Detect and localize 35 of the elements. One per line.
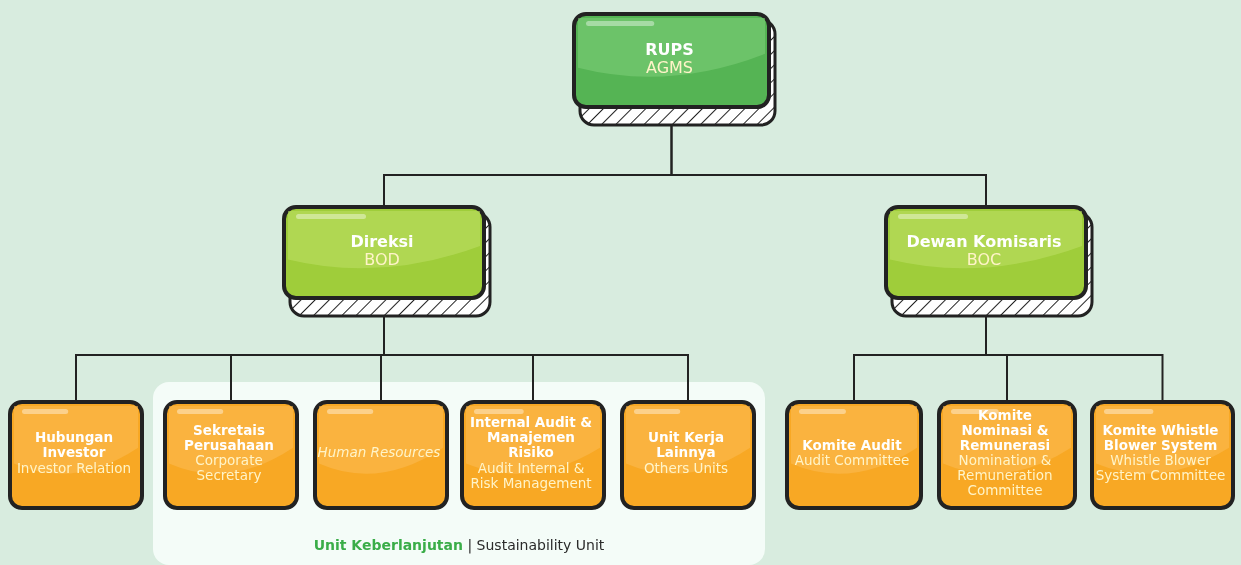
unit-title: Unit Kerja Lainnya — [646, 430, 726, 461]
unit-title: Dewan Komisaris — [906, 232, 1062, 251]
unit-subtitle: Corporate Secretary — [194, 453, 264, 484]
unit-subtitle: Whistle Blower System Committee — [1094, 453, 1227, 484]
org-unit-box — [884, 205, 1094, 318]
unit-subtitle: BOC — [966, 250, 1002, 269]
group-label: Unit Keberlanjutan | Sustainability Unit — [312, 537, 606, 553]
unit-subtitle: Others Units — [643, 460, 729, 476]
unit-title: Sekretais Perusahaan — [183, 422, 275, 453]
unit-title: Hubungan Investor — [33, 430, 115, 461]
unit-subtitle: Audit Committee — [794, 453, 910, 469]
org-unit-box — [937, 400, 1077, 510]
org-unit-box — [8, 400, 144, 510]
unit-title: Direksi — [350, 232, 414, 251]
unit-title: Internal Audit & Manajemen Risiko — [468, 415, 594, 461]
org-unit-box — [282, 205, 492, 318]
unit-group-panel — [153, 382, 765, 565]
unit-subtitle: Investor Relation — [16, 460, 132, 476]
org-unit-box — [620, 400, 756, 510]
unit-title: RUPS — [645, 40, 694, 59]
org-unit-box — [460, 400, 606, 510]
unit-title: Komite Nominasi & Remunerasi — [958, 407, 1052, 453]
org-unit-box — [572, 12, 777, 127]
unit-title: Komite Whistle Blower System — [1101, 422, 1220, 453]
unit-subtitle: Audit Internal & Risk Management — [469, 460, 593, 491]
unit-label: Human Resources — [317, 445, 441, 461]
connector-line — [985, 315, 1164, 402]
org-unit-box — [313, 400, 449, 510]
org-unit-box — [1090, 400, 1235, 510]
unit-title: Komite Audit — [802, 437, 902, 453]
unit-subtitle: AGMS — [646, 58, 693, 77]
org-unit-box — [163, 400, 299, 510]
unit-subtitle: BOD — [364, 250, 400, 269]
unit-subtitle: Nomination & Remuneration Committee — [956, 453, 1054, 499]
org-unit-box — [785, 400, 923, 510]
